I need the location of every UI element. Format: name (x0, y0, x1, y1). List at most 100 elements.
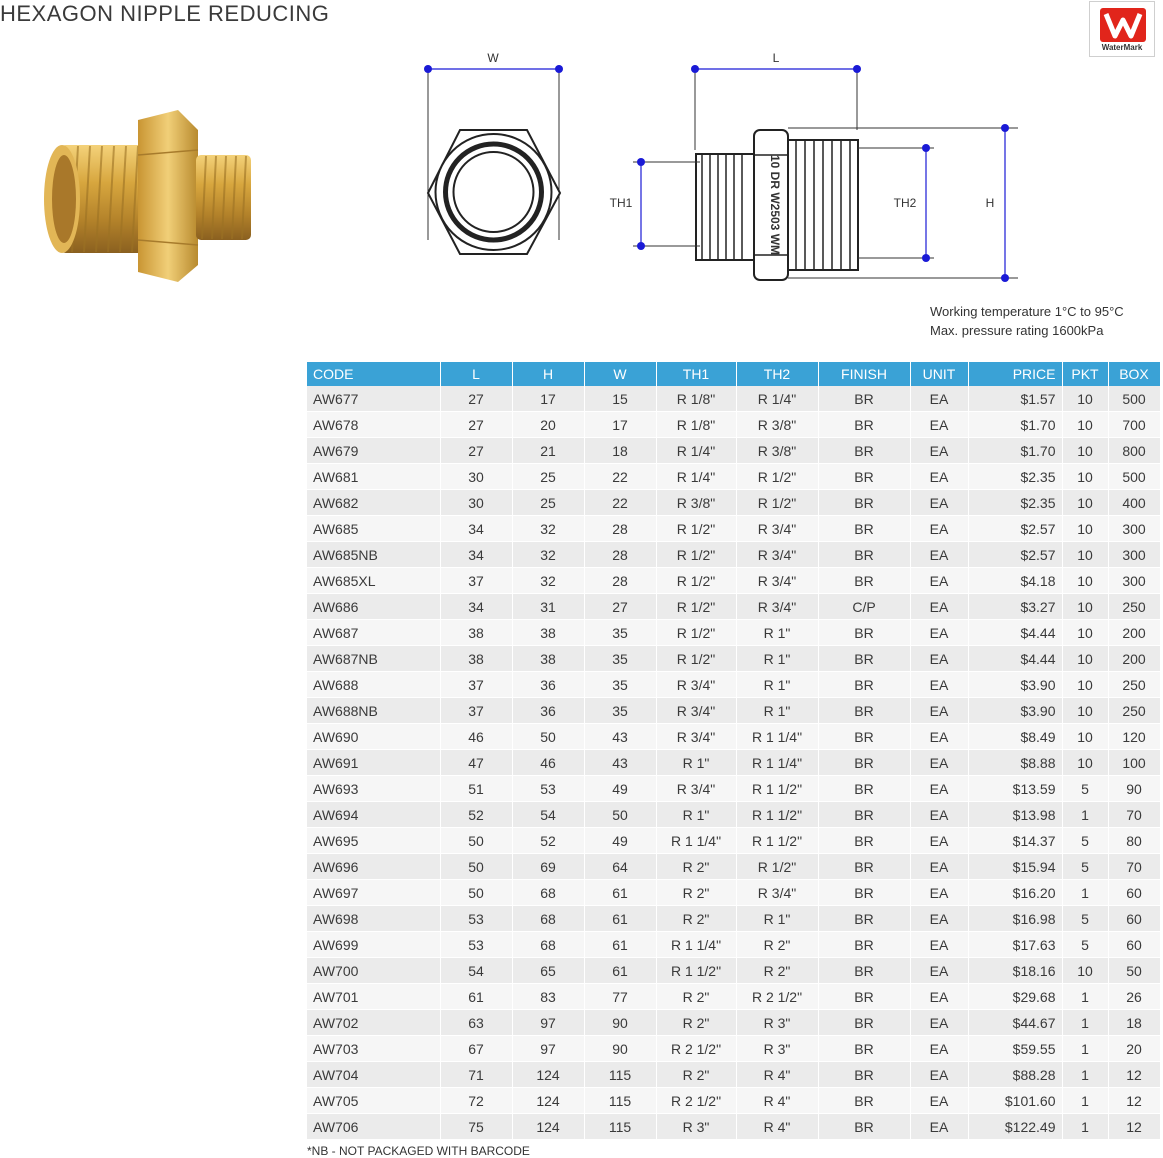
table-cell: $3.90 (968, 697, 1063, 724)
table-cell: 115 (584, 1113, 657, 1140)
table-cell: BR (818, 515, 911, 542)
table-cell: 1 (1062, 879, 1109, 906)
table-cell: 12 (1108, 1113, 1161, 1140)
table-cell: $14.37 (968, 827, 1063, 854)
dimension-l-label: L (773, 51, 780, 65)
table-cell: 250 (1108, 593, 1161, 620)
table-cell: $4.44 (968, 619, 1063, 646)
table-cell: 37 (440, 671, 513, 698)
table-cell: EA (910, 489, 969, 516)
table-cell: R 2" (656, 879, 737, 906)
table-cell: EA (910, 801, 969, 828)
table-cell: 5 (1062, 775, 1109, 802)
column-header: PKT (1062, 362, 1109, 386)
table-cell: 12 (1108, 1087, 1161, 1114)
table-cell: BR (818, 931, 911, 958)
table-cell: R 1/4" (656, 437, 737, 464)
table-cell: R 3" (736, 1035, 819, 1062)
table-cell: R 1/2" (656, 593, 737, 620)
table-cell: R 3" (656, 1113, 737, 1140)
table-cell: 68 (512, 931, 585, 958)
table-cell: R 1" (736, 619, 819, 646)
table-cell: 77 (584, 983, 657, 1010)
table-cell: $3.90 (968, 671, 1063, 698)
table-cell: R 4" (736, 1087, 819, 1114)
table-cell: R 1/2" (736, 489, 819, 516)
table-cell: 32 (512, 515, 585, 542)
table-cell: 10 (1062, 567, 1109, 594)
table-cell: 10 (1062, 671, 1109, 698)
table-cell: 97 (512, 1009, 585, 1036)
table-cell: 300 (1108, 541, 1161, 568)
table-cell: EA (910, 386, 969, 412)
table-cell: R 1/2" (656, 515, 737, 542)
table-cell: R 3/4" (736, 541, 819, 568)
table-cell: AW705 (307, 1087, 441, 1114)
table-cell: $13.98 (968, 801, 1063, 828)
table-cell: BR (818, 1061, 911, 1088)
table-cell: R 3/4" (656, 671, 737, 698)
table-cell: R 1" (736, 671, 819, 698)
table-cell: 60 (1108, 879, 1161, 906)
table-cell: 70 (1108, 853, 1161, 880)
table-cell: 1 (1062, 1061, 1109, 1088)
table-cell: $17.63 (968, 931, 1063, 958)
table-cell: R 2 1/2" (656, 1087, 737, 1114)
table-cell: R 3/4" (736, 593, 819, 620)
table-cell: 10 (1062, 541, 1109, 568)
table-cell: 61 (584, 931, 657, 958)
table-cell: BR (818, 671, 911, 698)
table-cell: $101.60 (968, 1087, 1063, 1114)
front-view (424, 65, 563, 255)
table-cell: 30 (440, 463, 513, 490)
table-cell: 400 (1108, 489, 1161, 516)
table-cell: BR (818, 437, 911, 464)
column-header: L (440, 362, 513, 386)
table-cell: AW699 (307, 931, 441, 958)
table-cell: R 3/4" (736, 515, 819, 542)
table-cell: $1.70 (968, 411, 1063, 438)
table-cell: 28 (584, 515, 657, 542)
table-cell: R 3" (736, 1009, 819, 1036)
table-cell: 50 (1108, 957, 1161, 984)
table-cell: BR (818, 386, 911, 412)
table-cell: 50 (440, 827, 513, 854)
table-cell: EA (910, 749, 969, 776)
table-cell: $1.70 (968, 437, 1063, 464)
table-cell: 30 (440, 489, 513, 516)
table-cell: AW703 (307, 1035, 441, 1062)
table-cell: R 3/4" (656, 697, 737, 724)
table-cell: EA (910, 411, 969, 438)
table-cell: 54 (512, 801, 585, 828)
table-cell: AW690 (307, 723, 441, 750)
table-cell: 250 (1108, 697, 1161, 724)
table-cell: BR (818, 957, 911, 984)
table-cell: 200 (1108, 619, 1161, 646)
table-cell: AW704 (307, 1061, 441, 1088)
table-cell: 38 (512, 645, 585, 672)
table-cell: 10 (1062, 463, 1109, 490)
table-cell: 27 (440, 411, 513, 438)
table-cell: 36 (512, 697, 585, 724)
table-cell: 35 (584, 697, 657, 724)
table-cell: $8.88 (968, 749, 1063, 776)
column-header: W (584, 362, 657, 386)
table-cell: 35 (584, 671, 657, 698)
pressure-rating: Max. pressure rating 1600kPa (930, 323, 1104, 338)
table-cell: EA (910, 723, 969, 750)
table-cell: 50 (584, 801, 657, 828)
table-cell: 49 (584, 775, 657, 802)
table-cell: 37 (440, 697, 513, 724)
table-cell: 26 (1108, 983, 1161, 1010)
table-cell: 18 (584, 437, 657, 464)
table-cell: 25 (512, 463, 585, 490)
table-cell: AW702 (307, 1009, 441, 1036)
table-cell: BR (818, 1035, 911, 1062)
